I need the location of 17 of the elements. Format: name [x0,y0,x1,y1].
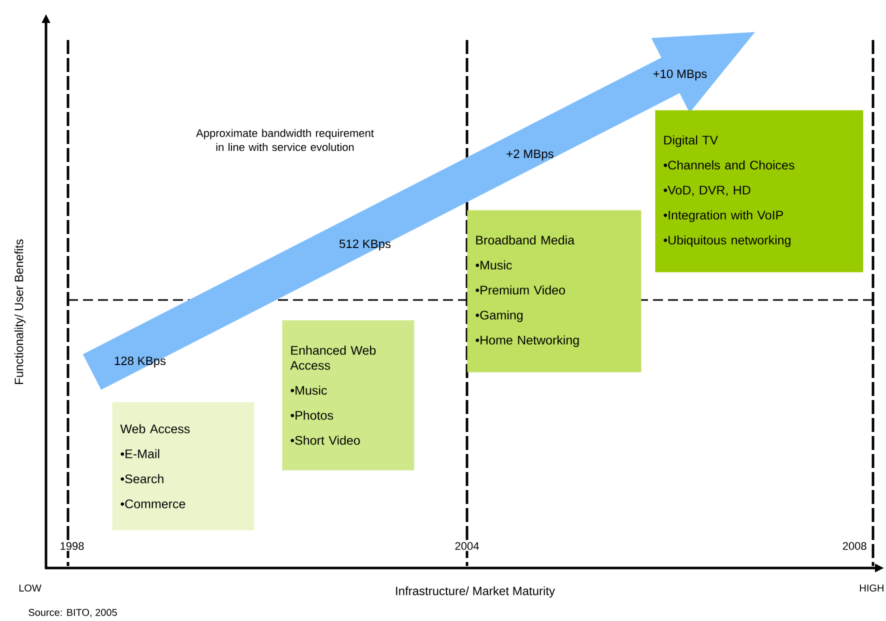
bandwidth-label: 512 KBps [339,240,391,250]
source-note: Source: BITO, 2005 [28,608,117,618]
service-box: Web Access •E-Mail •Search •Commerce [112,402,254,530]
bandwidth-label: +2 MBps [506,150,554,160]
tick-label: 1998 [58,541,86,551]
tick-label: 2004 [454,541,480,551]
tick-label: LOW [19,584,42,592]
bandwidth-label: 128 KBps [114,356,166,368]
tick-label: HIGH [860,584,884,592]
axis-label: Functionality/ User Benefits [14,239,26,384]
service-box: Enhanced Web Access •Music •Photos •Short Video [282,320,414,470]
annotation: Approximate bandwidth requirement in line with service evolution [196,128,374,152]
service-box: Digital TV •Channels and Choices •VoD, DVR, HD •Integration with VoIP •Ubiquitous networking [655,110,864,272]
axis-label: Infrastructure/ Market Maturity [396,586,555,598]
bandwidth-label: +10 MBps [653,70,707,80]
service-box: Broadband Media •Music •Premium Video •Gaming •Home Networking [467,210,642,372]
tick-label: 2008 [841,541,868,551]
